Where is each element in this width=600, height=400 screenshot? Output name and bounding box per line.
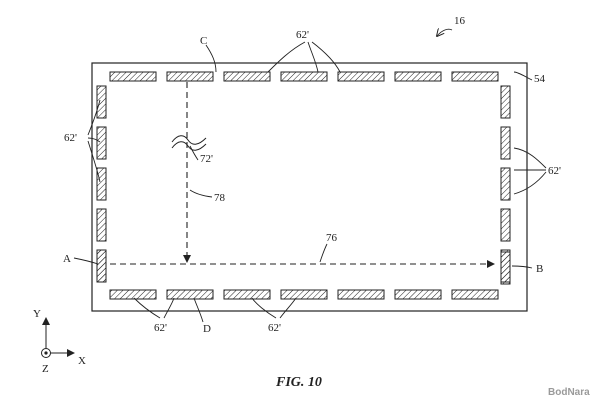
electrode-pad-bottom [109,289,157,300]
label-16: 16 [454,15,466,27]
electrode-pad-top [337,71,385,82]
electrode-pad-right [500,167,511,201]
electrode-pad-left [96,85,107,119]
leader-62-right-a [513,147,547,169]
leader-62-top-b [307,41,319,73]
label-c: C [200,35,207,47]
label-b: B [536,263,543,275]
leader-76 [319,243,328,263]
leader-62-top-c [311,41,341,73]
label-78: 78 [214,192,226,204]
panel-frame [91,62,528,312]
label-62-right: 62' [548,165,561,177]
label-a: A [63,253,71,265]
watermark: BodNara [548,387,590,398]
electrode-pad-right [500,85,511,119]
bottom-electrode-row [109,289,499,300]
electrode-pad-bottom [223,289,271,300]
label-54: 54 [534,73,546,85]
top-electrode-row [109,71,499,82]
electrode-pad-right [500,208,511,242]
electrode-pad-top [166,71,214,82]
leader-72 [189,145,199,161]
electrode-pad-right [500,126,511,160]
electrode-pad-top [394,71,442,82]
leader-62-left-a [87,99,101,136]
label-62-left: 62' [64,132,77,144]
coordinate-axes: Y X Z [33,308,86,375]
leader-62-bottom-left-a [133,297,161,319]
leader-62-left-b [87,137,101,143]
leader-16 [437,29,453,36]
right-electrode-column [500,85,511,285]
leader-62-bottom-right-b [279,297,297,319]
left-electrode-column [96,85,107,283]
electrode-pad-bottom [394,289,442,300]
label-76: 76 [326,232,338,244]
electrode-pad-left [96,167,107,201]
leader-d [193,297,204,323]
electrode-pad-right [500,251,511,285]
leader-a [73,257,99,265]
leader-b [511,265,533,269]
leader-54 [513,71,533,81]
label-72: 72' [200,153,213,165]
leader-78 [189,189,213,198]
electrode-pad-top [223,71,271,82]
label-62-bottom-left: 62' [154,322,167,334]
electrode-pad-bottom [337,289,385,300]
electrode-pad-bottom [280,289,328,300]
axis-x-label: X [78,355,86,367]
label-62-bottom-right: 62' [268,322,281,334]
electrode-pad-top [280,71,328,82]
leader-62-bottom-right-a [251,297,277,319]
electrode-pad-bottom [451,289,499,300]
leader-62-right-c [513,171,547,195]
leader-c [205,44,217,73]
label-62-top: 62' [296,29,309,41]
electrode-pad-left [96,249,107,283]
electrode-pad-left [96,208,107,242]
label-d: D [203,323,211,335]
leader-62-left-c [87,140,101,183]
disturbance-wave-lower [171,141,207,151]
axis-z-label: Z [42,363,49,375]
electrode-pad-top [451,71,499,82]
disturbance-wave [171,135,207,145]
leader-62-top-a [267,41,306,73]
leader-62-bottom-left-b [163,297,175,319]
electrode-pad-bottom [166,289,214,300]
axis-y-label: Y [33,308,41,320]
electrode-pad-top [109,71,157,82]
electrode-pad-left [96,126,107,160]
figure-caption: FIG. 10 [275,375,322,390]
